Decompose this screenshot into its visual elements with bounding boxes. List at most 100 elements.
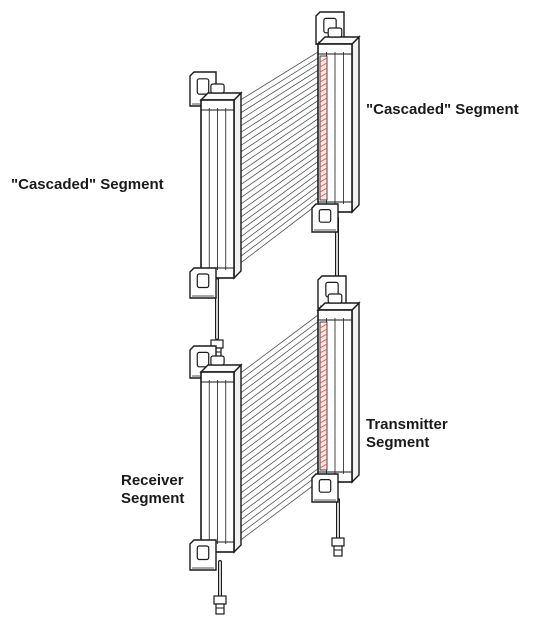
segment-cascaded-right-emitter-mark <box>319 122 328 128</box>
segment-receiver-cap-nut <box>210 355 225 366</box>
beam-line <box>233 341 319 406</box>
segment-transmitter-emitter-mark <box>319 433 328 439</box>
segment-cascaded-right-emitter-mark <box>319 137 328 143</box>
segment-cascaded-right-emitter-mark <box>319 117 328 123</box>
segment-cascaded-right-emitter-mark <box>319 132 328 138</box>
segment-cascaded-right-emitter-mark <box>319 192 328 198</box>
segment-transmitter-emitter-mark <box>319 403 328 409</box>
lower-beams <box>233 314 319 546</box>
segment-transmitter-emitter-mark <box>319 408 328 414</box>
beam-line <box>233 100 319 157</box>
beam-line <box>233 428 319 492</box>
beam-line <box>233 63 319 118</box>
segment-cascaded-right-emitter-mark <box>319 167 328 173</box>
bracket-ur-bottom-slot <box>318 209 332 223</box>
segment-receiver-side <box>233 363 242 554</box>
segment-transmitter-emitter-mark <box>319 328 328 334</box>
segment-transmitter-emitter-mark <box>319 458 328 464</box>
beam-line <box>233 173 319 236</box>
segment-transmitter-cap-nut <box>327 293 343 304</box>
beam-line <box>233 461 319 526</box>
segment-cascaded-right-emitter-mark <box>319 107 328 113</box>
beam-line <box>233 434 319 499</box>
segment-cascaded-right-emitter-mark <box>319 177 328 183</box>
beam-line <box>233 75 319 131</box>
beam-line <box>233 401 319 466</box>
bracket-ul-bottom-slot <box>196 273 210 289</box>
bracket-ul-bottom <box>189 267 217 299</box>
beam-line <box>233 368 319 432</box>
segment-cascaded-right-emitter-mark <box>319 157 328 163</box>
beam-line <box>233 88 319 144</box>
beam-line <box>233 69 319 125</box>
segment-transmitter-emitter-mark <box>319 428 328 434</box>
beam-line <box>233 421 319 486</box>
bracket-ul-top-slot <box>196 78 210 95</box>
beam-line <box>233 161 319 223</box>
beam-line <box>233 481 319 546</box>
beam-line <box>233 155 319 216</box>
plug-transmitter <box>331 537 345 557</box>
segment-cascaded-right-emitter-mark <box>319 142 328 148</box>
beam-line <box>233 136 319 197</box>
beam-line <box>233 179 319 243</box>
beam-line <box>233 348 319 412</box>
segment-cascaded-right-top <box>316 36 361 45</box>
beam-line <box>233 148 319 210</box>
segment-transmitter-emitter-mark <box>319 358 328 364</box>
segment-cascaded-right-window <box>319 55 328 201</box>
beam-line <box>233 167 319 229</box>
segment-transmitter-emitter-mark <box>319 443 328 449</box>
plug-receiver-nut <box>215 603 225 615</box>
segment-transmitter-emitter-mark <box>319 398 328 404</box>
label-cascaded-left: "Cascaded" Segment <box>11 176 164 193</box>
segment-receiver <box>199 355 243 554</box>
beam-line <box>233 408 319 472</box>
bracket-lr-bottom-slot <box>318 479 332 493</box>
plug-receiver-body <box>213 595 227 605</box>
segment-transmitter-emitter-mark <box>319 453 328 459</box>
segment-cascaded-right-emitter-mark <box>319 92 328 98</box>
segment-cascaded-right-emitter-mark <box>319 152 328 158</box>
label-transmitter: Transmitter Segment <box>366 416 448 452</box>
segment-cascaded-right <box>316 27 361 214</box>
segment-cascaded-right-emitter-mark <box>319 112 328 118</box>
segment-transmitter-emitter-mark <box>319 343 328 349</box>
bracket-ll-bottom <box>189 539 217 571</box>
beam-line <box>233 354 319 419</box>
beam-line <box>233 321 319 385</box>
beam-line <box>233 112 319 170</box>
beam-line <box>233 448 319 512</box>
beam-line <box>233 142 319 203</box>
segment-transmitter-emitter-mark <box>319 423 328 429</box>
label-transmitter-line1: Transmitter <box>366 416 448 433</box>
plug-transmitter-body <box>331 537 345 547</box>
segment-transmitter-emitter-mark <box>319 323 328 329</box>
segment-cascaded-right-emitter-mark <box>319 147 328 153</box>
segment-transmitter-emitter-mark <box>319 348 328 354</box>
beam-line <box>233 394 319 459</box>
segment-transmitter <box>316 293 361 484</box>
segment-cascaded-right-cap-nut <box>327 27 343 38</box>
beam-line <box>233 441 319 506</box>
beam-line <box>233 130 319 190</box>
segment-cascaded-right-emitter-mark <box>319 162 328 168</box>
segment-transmitter-emitter-mark <box>319 448 328 454</box>
beam-line <box>233 118 319 177</box>
beam-line <box>233 82 319 138</box>
label-receiver-line1: Receiver <box>121 472 184 489</box>
segment-cascaded-right-emitter-mark <box>319 102 328 108</box>
segment-cascaded-right-emitter-mark <box>319 182 328 188</box>
segment-cascaded-left-top <box>199 92 243 101</box>
beam-line <box>233 203 319 269</box>
segment-transmitter-emitter-mark <box>319 393 328 399</box>
beam-line <box>233 314 319 379</box>
beam-line <box>233 197 319 262</box>
beam-line <box>233 414 319 479</box>
bracket-lr-bottom <box>311 473 339 503</box>
segment-transmitter-emitter-mark <box>319 418 328 424</box>
beam-line <box>233 124 319 184</box>
beam-line <box>233 106 319 164</box>
segment-cascaded-right-side <box>351 35 360 214</box>
